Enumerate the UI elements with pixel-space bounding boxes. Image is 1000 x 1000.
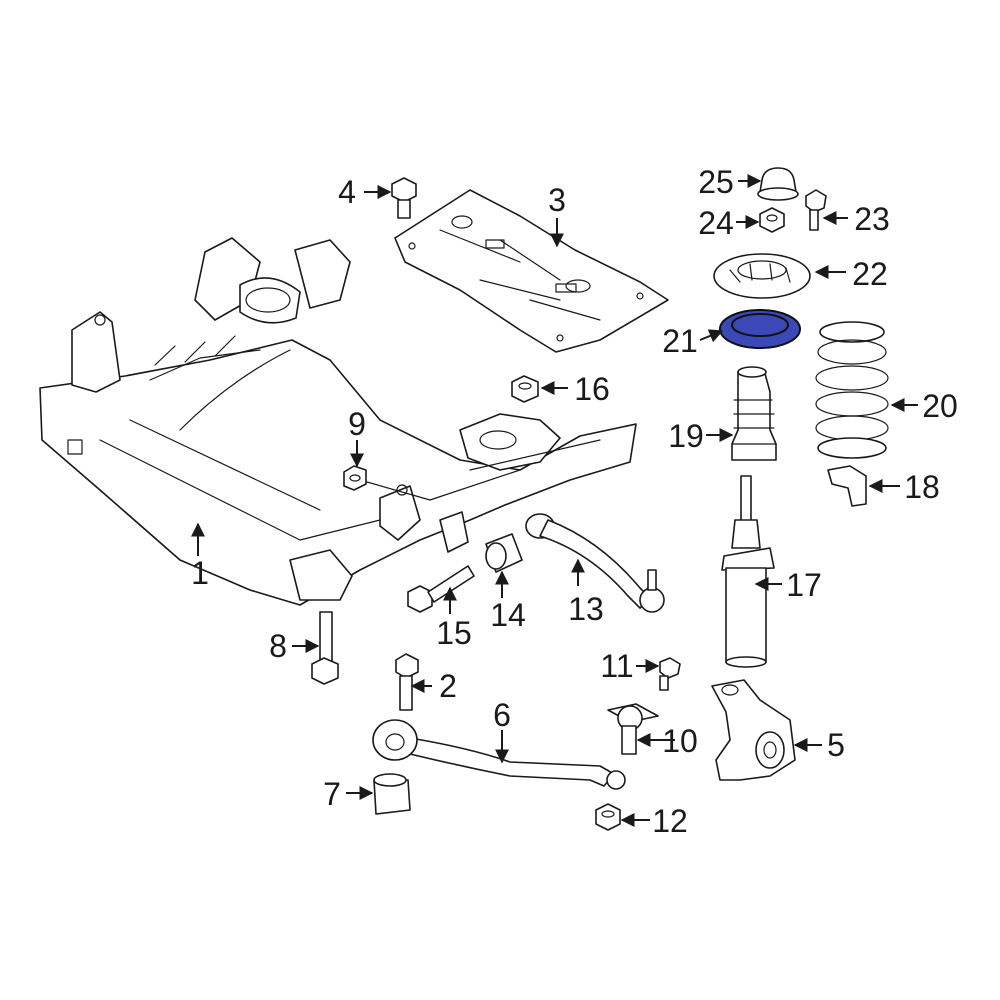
callout-16: 16	[574, 371, 610, 407]
callout-19: 19	[668, 418, 704, 454]
part-25-cap[interactable]	[757, 167, 799, 201]
part-6-lower-arm[interactable]	[372, 719, 626, 790]
part-11-bolt[interactable]	[659, 657, 681, 691]
part-24-nut[interactable]	[759, 207, 785, 233]
part-12-nut[interactable]	[595, 803, 621, 831]
part-14-bushing[interactable]	[485, 533, 523, 573]
part-22-mount[interactable]	[713, 253, 811, 299]
callout-18: 18	[904, 469, 940, 505]
callout-21: 21	[662, 323, 698, 359]
callout-5: 5	[827, 727, 845, 763]
part-15-bolt[interactable]	[407, 565, 475, 613]
part-4-bolt[interactable]	[391, 177, 417, 219]
callout-25: 25	[698, 164, 734, 200]
part-3-plate[interactable]	[394, 189, 669, 353]
part-21-spacer[interactable]	[719, 309, 801, 349]
callout-2: 2	[439, 668, 457, 704]
callout-22: 22	[852, 256, 888, 292]
part-20-spring[interactable]	[815, 321, 889, 459]
part-23-bolt[interactable]	[805, 189, 827, 231]
callout-17: 17	[786, 567, 822, 603]
part-9-nut[interactable]	[343, 465, 367, 491]
part-5-knuckle[interactable]	[711, 679, 796, 781]
callout-15: 15	[436, 615, 472, 651]
callout-14: 14	[490, 597, 526, 633]
part-10-ball-joint[interactable]	[607, 703, 659, 755]
callout-7: 7	[323, 776, 341, 812]
callout-10: 10	[662, 723, 698, 759]
callout-9: 9	[348, 406, 366, 442]
leader-lines	[191, 174, 918, 827]
callout-3: 3	[548, 182, 566, 218]
callout-24: 24	[698, 205, 734, 241]
callout-6: 6	[493, 697, 511, 733]
part-18-bracket[interactable]	[827, 465, 867, 507]
callout-1: 1	[191, 555, 209, 591]
part-1-subframe[interactable]	[39, 237, 637, 606]
part-7-bushing[interactable]	[373, 773, 411, 815]
callout-8: 8	[269, 628, 287, 664]
callout-12: 12	[652, 803, 688, 839]
callout-23: 23	[854, 201, 890, 237]
callout-4: 4	[338, 174, 356, 210]
callout-20: 20	[922, 388, 958, 424]
part-13-control-arm[interactable]	[525, 513, 665, 613]
callout-11: 11	[600, 648, 633, 684]
part-17-strut[interactable]	[721, 475, 775, 668]
part-19-bump-stop[interactable]	[731, 366, 777, 461]
callout-labels: 1 2 3 4 5 6 7 8 9 10 11 12 13 14 15 16 1…	[191, 164, 958, 839]
part-8-bolt[interactable]	[311, 611, 339, 685]
part-16-nut[interactable]	[511, 375, 539, 403]
part-2-bolt[interactable]	[395, 653, 419, 711]
callout-13: 13	[568, 591, 604, 627]
